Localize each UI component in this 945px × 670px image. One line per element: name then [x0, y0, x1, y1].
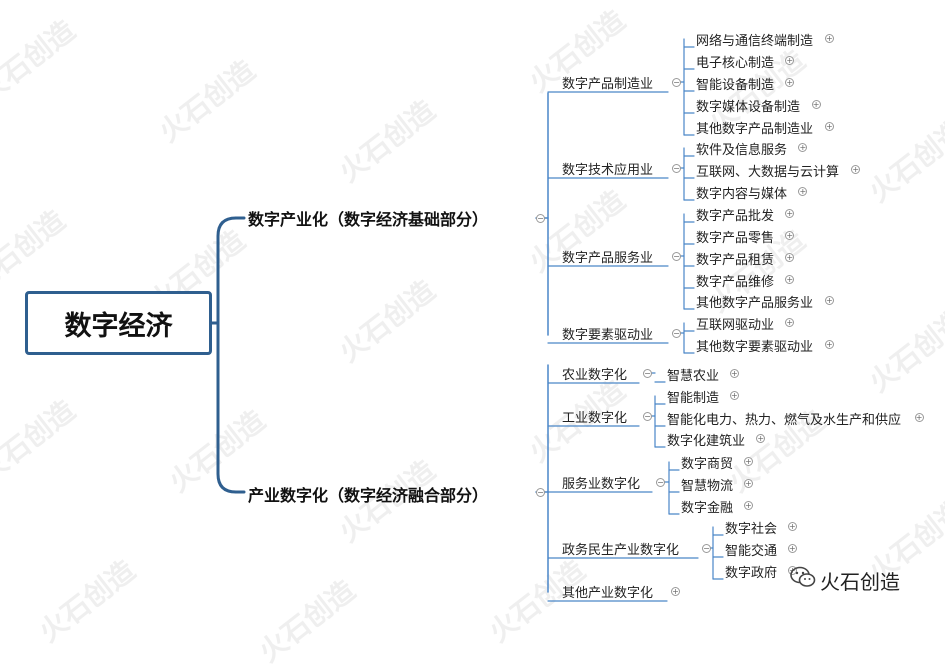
- item-1-0-0[interactable]: 智慧农业: [667, 369, 720, 384]
- category-0-0[interactable]: 数字产品制造业: [562, 77, 654, 92]
- expand-toggle-1-3-0[interactable]: +: [787, 522, 797, 531]
- collapse-toggle-1-2[interactable]: −: [656, 478, 665, 487]
- expand-toggle-0-0-3[interactable]: +: [811, 100, 821, 109]
- item-1-2-0[interactable]: 数字商贸: [681, 457, 734, 472]
- expand-toggle-0-1-0[interactable]: +: [798, 143, 808, 152]
- item-0-1-1[interactable]: 互联网、大数据与云计算: [696, 165, 840, 180]
- wechat-icon: [790, 566, 816, 587]
- expand-toggle-1-1-2[interactable]: +: [756, 434, 766, 443]
- expand-toggle-0-2-4[interactable]: +: [824, 296, 834, 305]
- expand-toggle-0-2-3[interactable]: +: [785, 275, 795, 284]
- item-0-3-1[interactable]: 其他数字要素驱动业: [696, 340, 814, 355]
- expand-toggle-0-2-1[interactable]: +: [785, 231, 795, 240]
- category-1-4[interactable]: 其他产业数字化: [562, 586, 654, 601]
- expand-toggle-1-3-1[interactable]: +: [787, 544, 797, 553]
- item-0-1-2[interactable]: 数字内容与媒体: [696, 187, 788, 202]
- item-0-0-1[interactable]: 电子核心制造: [696, 56, 775, 71]
- item-0-2-4[interactable]: 其他数字产品服务业: [696, 296, 814, 311]
- item-1-3-0[interactable]: 数字社会: [725, 522, 778, 537]
- item-1-2-2[interactable]: 数字金融: [681, 501, 734, 516]
- expand-toggle-0-0-2[interactable]: +: [785, 78, 795, 87]
- expand-toggle-0-1-1[interactable]: +: [851, 165, 861, 174]
- brand-label: 火石创造: [820, 570, 900, 594]
- expand-toggle-0-0-0[interactable]: +: [824, 34, 834, 43]
- branch-industrial-digitalization[interactable]: 产业数字化（数字经济融合部分）: [248, 486, 489, 505]
- category-1-0[interactable]: 农业数字化: [562, 368, 628, 383]
- expand-toggle-0-2-0[interactable]: +: [785, 209, 795, 218]
- expand-toggle-1-4[interactable]: +: [671, 587, 680, 596]
- expand-toggle-0-2-2[interactable]: +: [785, 253, 795, 262]
- item-0-2-3[interactable]: 数字产品维修: [696, 275, 775, 290]
- item-1-1-0[interactable]: 智能制造: [667, 391, 720, 406]
- item-1-1-1[interactable]: 智能化电力、热力、燃气及水生产和供应: [667, 413, 902, 428]
- expand-toggle-1-2-2[interactable]: +: [743, 501, 753, 510]
- item-1-2-1[interactable]: 智慧物流: [681, 479, 734, 494]
- expand-toggle-0-0-1[interactable]: +: [785, 56, 795, 65]
- collapse-toggle-1-3[interactable]: −: [702, 544, 711, 553]
- item-0-3-0[interactable]: 互联网驱动业: [696, 318, 775, 333]
- item-0-1-0[interactable]: 软件及信息服务: [696, 143, 788, 158]
- item-1-1-2[interactable]: 数字化建筑业: [667, 434, 746, 449]
- collapse-toggle-0-2[interactable]: −: [672, 252, 681, 261]
- category-1-1[interactable]: 工业数字化: [562, 411, 628, 426]
- collapse-toggle-l1-0[interactable]: −: [536, 214, 545, 223]
- expand-toggle-1-1-1[interactable]: +: [914, 413, 924, 422]
- item-1-3-1[interactable]: 智能交通: [725, 544, 778, 559]
- collapse-toggle-1-0[interactable]: −: [643, 369, 652, 378]
- expand-toggle-1-0-0[interactable]: +: [729, 369, 739, 378]
- expand-toggle-0-1-2[interactable]: +: [798, 187, 808, 196]
- item-1-3-2[interactable]: 数字政府: [725, 566, 778, 581]
- collapse-toggle-l1-1[interactable]: −: [536, 488, 545, 497]
- category-0-2[interactable]: 数字产品服务业: [562, 251, 654, 266]
- collapse-toggle-0-0[interactable]: −: [672, 78, 681, 87]
- item-0-0-2[interactable]: 智能设备制造: [696, 78, 775, 93]
- item-0-2-2[interactable]: 数字产品租赁: [696, 253, 775, 268]
- item-0-0-0[interactable]: 网络与通信终端制造: [696, 34, 814, 49]
- item-0-0-4[interactable]: 其他数字产品制造业: [696, 122, 814, 137]
- branch-digital-industrialization[interactable]: 数字产业化（数字经济基础部分）: [248, 210, 489, 229]
- expand-toggle-1-2-0[interactable]: +: [743, 457, 753, 466]
- item-0-2-1[interactable]: 数字产品零售: [696, 231, 775, 246]
- expand-toggle-1-1-0[interactable]: +: [729, 391, 739, 400]
- category-1-3[interactable]: 政务民生产业数字化: [562, 543, 680, 558]
- collapse-toggle-0-1[interactable]: −: [672, 164, 681, 173]
- category-0-3[interactable]: 数字要素驱动业: [562, 328, 654, 343]
- item-0-0-3[interactable]: 数字媒体设备制造: [696, 100, 801, 115]
- collapse-toggle-0-3[interactable]: −: [672, 329, 681, 338]
- item-0-2-0[interactable]: 数字产品批发: [696, 209, 775, 224]
- category-1-2[interactable]: 服务业数字化: [562, 477, 641, 492]
- expand-toggle-1-2-1[interactable]: +: [743, 479, 753, 488]
- category-0-1[interactable]: 数字技术应用业: [562, 163, 654, 178]
- connector-lines: [210, 38, 724, 602]
- expand-toggle-0-0-4[interactable]: +: [824, 122, 834, 131]
- collapse-toggle-1-1[interactable]: −: [643, 412, 652, 421]
- expand-toggle-0-3-1[interactable]: +: [824, 340, 834, 349]
- expand-toggle-0-3-0[interactable]: +: [785, 318, 795, 327]
- root-node[interactable]: 数字经济: [25, 291, 212, 355]
